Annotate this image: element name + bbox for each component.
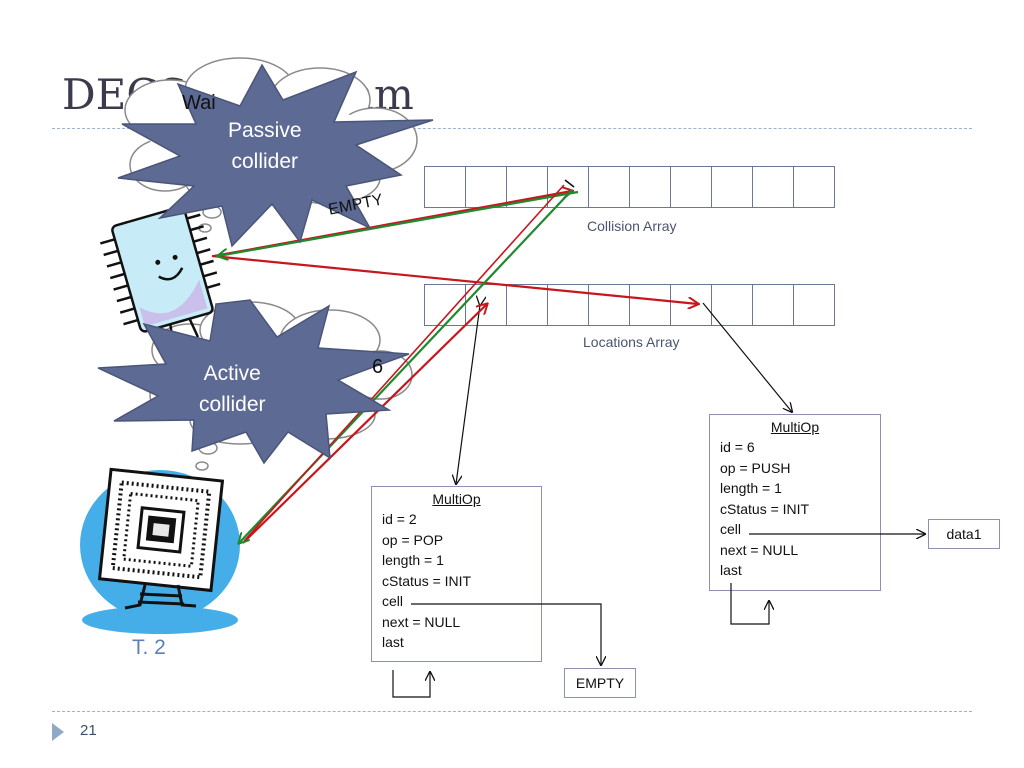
- data1-cell-target: data1: [928, 519, 1000, 549]
- multiop-field-cell: cell: [720, 521, 742, 537]
- t2-to-locations-red-arrow: [242, 304, 487, 544]
- multiop-header: MultiOp: [770, 419, 820, 435]
- title-divider: [52, 128, 972, 129]
- right-last-self-pointer: [730, 583, 769, 625]
- multiop-field-next: next = NULL: [720, 541, 799, 558]
- active-collider-line-2: collider: [199, 393, 266, 416]
- locations-array-caption: Locations Array: [583, 334, 680, 350]
- thread-2-label: T. 2: [132, 636, 166, 659]
- locations-array-cell: [588, 284, 630, 326]
- collision-cell-mark: [564, 179, 575, 188]
- left-last-self-pointer: [392, 670, 430, 698]
- locations-to-multiop-right-arrow: [702, 302, 792, 412]
- multiop-field-cell: cell: [382, 593, 404, 609]
- active-collider-line-1: Active: [203, 362, 261, 385]
- collision-array-cell: [711, 166, 753, 208]
- passive-collider-burst: [117, 63, 434, 248]
- thought-bubble-top-text: Wai: [182, 92, 216, 114]
- multiop-field-cstatus: cStatus = INIT: [382, 572, 472, 589]
- multiop-field-length: length = 1: [720, 480, 782, 496]
- collision-array-cell: [424, 166, 466, 208]
- collision-array-cell: [793, 166, 835, 208]
- passive-collider-line-2: collider: [231, 150, 299, 173]
- thought-bubble-bottom-text: 6: [372, 356, 384, 378]
- locations-array-cell: [547, 284, 589, 326]
- multiop-field-op: op = PUSH: [720, 459, 791, 476]
- multiop-field-length: length = 1: [382, 552, 444, 568]
- thread-2-chip-icon: [80, 467, 240, 634]
- thread-1-chip-icon: [100, 206, 221, 345]
- multiop-field-next: next = NULL: [382, 613, 461, 630]
- multiop-field-last: last: [382, 634, 404, 650]
- passive-collider-label: Passive collider: [228, 115, 302, 177]
- multiop-field-id: id = 2: [382, 511, 417, 527]
- collision-to-t2-red-arrow: [243, 184, 565, 542]
- left-cell-pointer: [411, 603, 601, 665]
- multiop-field-cstatus: cStatus = INIT: [720, 500, 810, 517]
- collision-array-caption: Collision Array: [587, 218, 677, 234]
- multiop-field-op: op = POP: [382, 531, 444, 548]
- multiop-box-left: MultiOp id = 2 op = POP length = 1 cStat…: [371, 486, 542, 662]
- locations-array-cell: [793, 284, 835, 326]
- multiop-field-last: last: [720, 562, 742, 578]
- collision-to-t1-green-arrow: [218, 190, 579, 256]
- passive-collider-line-1: Passive: [228, 119, 302, 142]
- multiop-header: MultiOp: [432, 491, 481, 507]
- empty-cell-target: EMPTY: [564, 668, 636, 698]
- active-collider-label: Active collider: [199, 358, 266, 420]
- locations-array-cell: [629, 284, 671, 326]
- multiop-field-id: id = 6: [720, 439, 755, 455]
- locations-to-multiop-left-arrow: [456, 305, 480, 484]
- active-collider-burst: [97, 299, 410, 465]
- collision-array: [424, 166, 835, 208]
- collision-array-cell: [588, 166, 630, 208]
- t1-to-locations-red-arrow: [211, 254, 698, 304]
- multiop-box-right: MultiOp id = 6 op = PUSH length = 1 cSta…: [709, 414, 881, 591]
- footer-divider: [52, 711, 972, 712]
- page-number: 21: [80, 722, 97, 739]
